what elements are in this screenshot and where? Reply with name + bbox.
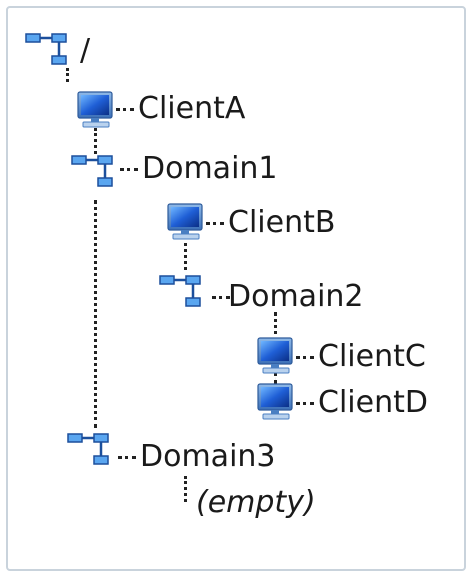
branch-domain3 xyxy=(118,456,136,459)
tree-empty-placeholder: (empty) xyxy=(196,485,316,520)
tree-node-clientB-label: ClientB xyxy=(228,205,336,240)
branch-domain1 xyxy=(120,168,138,171)
computer-monitor-icon xyxy=(72,90,120,130)
network-domain-icon xyxy=(24,28,72,68)
tree-node-domain1-label: Domain1 xyxy=(142,151,278,186)
diagram-frame xyxy=(6,6,466,571)
tree-node-clientB[interactable] xyxy=(162,202,210,242)
connector-trunk-domain3 xyxy=(94,200,97,428)
tree-node-domain2-label: Domain2 xyxy=(228,279,364,314)
tree-node-root-label: / xyxy=(80,33,91,68)
connector-domain2-children xyxy=(274,312,277,342)
branch-clientB xyxy=(206,222,224,225)
tree-node-clientC-label: ClientC xyxy=(318,339,426,374)
tree-node-root[interactable] xyxy=(24,28,72,68)
branch-clientD xyxy=(296,402,314,405)
connector-root xyxy=(66,68,69,82)
tree-node-domain3[interactable] xyxy=(66,428,114,468)
computer-monitor-icon xyxy=(252,382,300,422)
network-domain-icon xyxy=(158,270,206,310)
tree-node-clientA[interactable] xyxy=(72,90,120,130)
tree-node-clientD-label: ClientD xyxy=(318,385,428,420)
tree-node-domain2[interactable] xyxy=(158,270,206,310)
network-domain-icon xyxy=(66,428,114,468)
computer-monitor-icon xyxy=(162,202,210,242)
branch-domain2 xyxy=(212,296,230,299)
tree-node-clientC[interactable] xyxy=(252,336,300,376)
computer-monitor-icon xyxy=(252,336,300,376)
tree-node-domain1[interactable] xyxy=(70,150,118,190)
tree-node-clientD[interactable] xyxy=(252,382,300,422)
tree-node-clientA-label: ClientA xyxy=(138,91,246,126)
connector-domain1-children xyxy=(184,236,187,270)
branch-clientA xyxy=(116,108,134,111)
connector-trunk-a xyxy=(94,128,97,154)
tree-node-domain3-label: Domain3 xyxy=(140,439,276,474)
branch-clientC xyxy=(296,356,314,359)
connector-domain3-empty xyxy=(184,476,187,502)
network-domain-icon xyxy=(70,150,118,190)
connector-clientC-clientD xyxy=(274,372,277,384)
